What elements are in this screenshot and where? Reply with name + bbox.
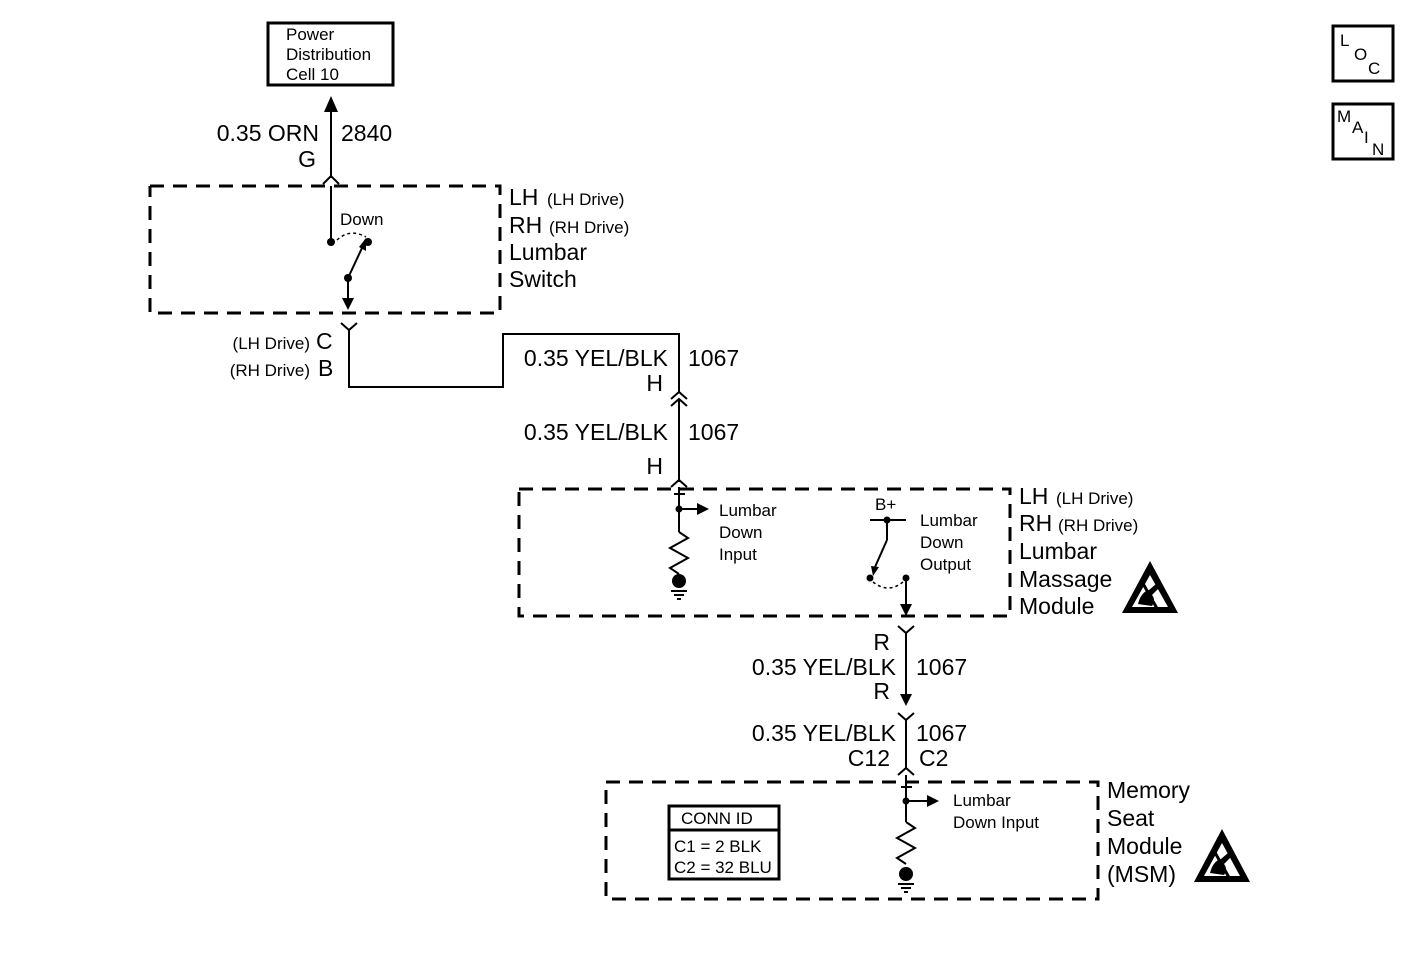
massage-output-line3: Output: [920, 555, 971, 574]
conn-id-c2: C2 = 32 BLU: [674, 858, 772, 877]
massage-output-line1: Lumbar: [920, 511, 978, 530]
loc-letter-o: O: [1354, 45, 1367, 64]
wire-1067-c: 0.35 YEL/BLK 1067 C12 C2: [752, 712, 967, 776]
power-box-line2: Distribution: [286, 45, 371, 64]
switch-down-label: Down: [340, 210, 383, 229]
pin-rh-sub: (RH Drive): [230, 361, 310, 380]
switch-title-lh-sub: (LH Drive): [547, 190, 624, 209]
main-letter-n: N: [1372, 140, 1384, 159]
massage-title-rh-sub: (RH Drive): [1058, 516, 1138, 535]
wire-1067-h: 0.35 YEL/BLK 1067 H 0.35 YEL/BLK 1067 H: [524, 345, 739, 488]
msm-title-msm: (MSM): [1107, 861, 1176, 887]
wire-h2-gauge: 0.35 YEL/BLK: [524, 419, 669, 445]
wire-1067-r: R 0.35 YEL/BLK 1067 R: [752, 625, 967, 706]
pin-lh-sub: (LH Drive): [233, 334, 310, 353]
wire-top-gauge: 0.35 ORN: [217, 120, 319, 146]
wire-r-pin-top: R: [873, 629, 890, 655]
loc-letter-l: L: [1340, 31, 1349, 50]
switch-title-rh-sub: (RH Drive): [549, 218, 629, 237]
wire-h2-circuit: 1067: [688, 419, 739, 445]
arrow-right-icon: [927, 795, 939, 807]
main-letter-a: A: [1352, 118, 1364, 137]
msm-title-module: Module: [1107, 833, 1182, 859]
wire-top-circuit: 2840: [341, 120, 392, 146]
switch-title-rh: RH: [509, 212, 542, 238]
massage-title-module: Module: [1019, 593, 1094, 619]
arrow-down-icon: [900, 604, 912, 616]
loc-button[interactable]: L O C: [1331, 24, 1395, 83]
power-distribution-box: Power Distribution Cell 10: [266, 21, 395, 87]
power-box-line3: Cell 10: [286, 65, 339, 84]
arrow-right-icon: [697, 503, 709, 515]
massage-title-lh: LH: [1019, 483, 1048, 509]
wire-h1-circuit: 1067: [688, 345, 739, 371]
msm-title-seat: Seat: [1107, 805, 1155, 831]
wire-2840: 0.35 ORN 2840 G: [217, 96, 392, 185]
massage-input-line3: Input: [719, 545, 757, 564]
wire-h1-pin: H: [646, 370, 663, 396]
switch-arrow-icon: [871, 566, 879, 576]
wire-h2-pin: H: [646, 453, 663, 479]
massage-input-line1: Lumbar: [719, 501, 777, 520]
esd-warning-icon: [1194, 829, 1250, 882]
wire-top-pin: G: [298, 146, 316, 172]
arrow-up-icon: [324, 96, 338, 112]
ground-icon: [899, 867, 913, 881]
wire-r-circuit: 1067: [916, 654, 967, 680]
main-letter-i: I: [1364, 128, 1369, 147]
wire-h1-gauge: 0.35 YEL/BLK: [524, 345, 669, 371]
msm-title-memory: Memory: [1107, 777, 1191, 803]
arrow-down-icon: [900, 694, 912, 706]
msm-input-line1: Lumbar: [953, 791, 1011, 810]
ground-icon: [672, 574, 686, 588]
switch-title-lumbar: Lumbar: [509, 239, 587, 265]
wire-r-gauge: 0.35 YEL/BLK: [752, 654, 897, 680]
main-letter-m: M: [1337, 107, 1351, 126]
esd-warning-icon: [1122, 561, 1178, 613]
memory-seat-module: Lumbar Down Input CONN ID C1 = 2 BLK C2 …: [604, 775, 1250, 901]
bplus-label: B+: [875, 495, 896, 514]
switch-title-switch: Switch: [509, 266, 577, 292]
massage-title-rh: RH: [1019, 510, 1052, 536]
conn-id-c1: C1 = 2 BLK: [674, 837, 762, 856]
switch-title-lh: LH: [509, 184, 538, 210]
loc-letter-c: C: [1368, 59, 1380, 78]
switch-connector: (LH Drive) C (RH Drive) B: [230, 322, 680, 392]
wire-c-circuit: 1067: [916, 720, 967, 746]
msm-input-line2: Down Input: [953, 813, 1039, 832]
conn-id-table: CONN ID C1 = 2 BLK C2 = 32 BLU: [667, 804, 781, 881]
massage-title-massage: Massage: [1019, 566, 1112, 592]
switch-arrow-icon: [359, 238, 366, 251]
massage-title-lumbar: Lumbar: [1019, 538, 1097, 564]
conn-id-title: CONN ID: [681, 809, 753, 828]
wire-c-gauge: 0.35 YEL/BLK: [752, 720, 897, 746]
massage-output-line2: Down: [920, 533, 963, 552]
wire-c-pin-right: C2: [919, 745, 948, 771]
power-box-line1: Power: [286, 25, 335, 44]
pin-lh: C: [316, 328, 333, 354]
pin-rh: B: [318, 355, 333, 381]
main-button[interactable]: M A I N: [1331, 102, 1395, 161]
massage-title-lh-sub: (LH Drive): [1056, 489, 1133, 508]
lumbar-switch: Down LH (LH Drive) RH (RH Drive) Lumbar …: [148, 184, 629, 315]
wire-r-pin-bottom: R: [873, 678, 890, 704]
wire-c-pin-left: C12: [848, 745, 890, 771]
massage-input-line2: Down: [719, 523, 762, 542]
lumbar-massage-module: Lumbar Down Input B+ Lumbar Down Output …: [517, 483, 1178, 619]
arrow-down-icon: [342, 298, 354, 310]
